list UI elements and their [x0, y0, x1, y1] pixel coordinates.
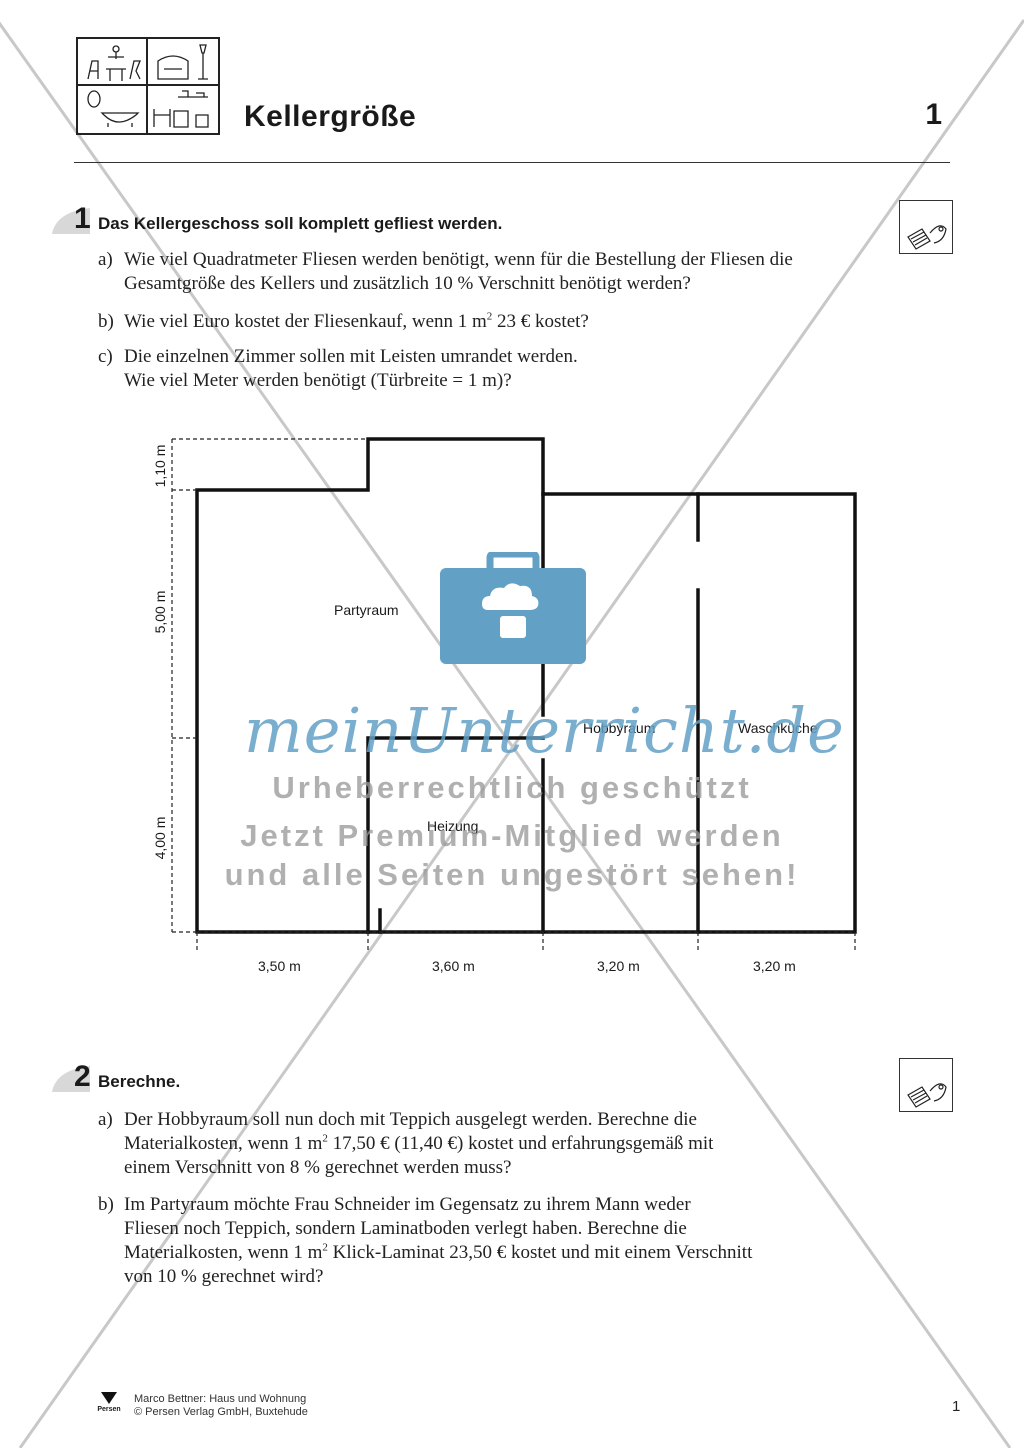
notebook-icon [899, 200, 953, 254]
watermark-line-3: und alle Seiten ungestört sehen! [224, 857, 800, 892]
task1-item-c: c) Die einzelnen Zimmer sollen mit Leist… [98, 345, 878, 395]
footer-copyright: © Persen Verlag GmbH, Buxtehude [134, 1406, 308, 1418]
persen-logo-icon [101, 1392, 117, 1404]
outer-wall [195, 437, 857, 934]
notebook-icon [899, 1058, 953, 1112]
dim-label-bottom: 3,60 m [432, 958, 475, 974]
item-text-line: von 10 % gerechnet wird? [124, 1266, 324, 1287]
writing-hand-icon [907, 1083, 947, 1108]
watermark-brand: meinUnterricht.de [244, 694, 845, 767]
task1-number: 1 [74, 202, 91, 235]
room-label-waschkueche: Waschküche [738, 720, 818, 736]
task2-item-a: a) Der Hobbyraum soll nun doch mit Teppi… [98, 1108, 878, 1182]
item-text-line: Die einzelnen Zimmer sollen mit Leisten … [124, 346, 578, 367]
item-text-line: Materialkosten, wenn 1 m2 Klick-Laminat … [124, 1241, 753, 1263]
task2-title: Berechne. [98, 1072, 181, 1091]
task-swoosh-icon [52, 208, 90, 234]
item-label: b) [98, 311, 114, 332]
item-text-line: Fliesen noch Teppich, sondern Laminatbod… [124, 1218, 687, 1239]
wall-heizung-left [366, 736, 545, 934]
room-label-hobbyraum: Hobbyraum [583, 720, 656, 736]
task2-number: 2 [74, 1060, 91, 1093]
dim-bottom-line [196, 931, 856, 950]
item-label: a) [98, 249, 113, 270]
item-text-line: Wie viel Meter werden benötigt (Türbreit… [124, 370, 512, 391]
item-text-line: einem Verschnitt von 8 % gerechnet werde… [124, 1157, 512, 1178]
room-label-heizung: Heizung [427, 818, 479, 834]
task1-item-b: b) Wie viel Euro kostet der Fliesenkauf,… [98, 310, 878, 336]
page-title: Kellergröße [244, 100, 417, 133]
header-divider [74, 162, 950, 163]
briefcase-icon [440, 552, 586, 664]
publisher-logo-text: Persen [97, 1406, 121, 1413]
page-number-top: 1 [925, 98, 942, 131]
task1-title: Das Kellergeschoss soll komplett geflies… [98, 214, 503, 233]
page-number-bottom: 1 [952, 1398, 961, 1415]
item-label: c) [98, 346, 113, 367]
dim-label-bottom: 3,20 m [753, 958, 796, 974]
header-illustration [76, 37, 220, 135]
watermark-line-1: Urheberrechtlich geschützt [272, 770, 752, 805]
item-text-line: Im Partyraum möchte Frau Schneider im Ge… [124, 1194, 691, 1215]
item-text-line: Gesamtgröße des Kellers und zusätzlich 1… [124, 273, 691, 294]
item-text-line: Wie viel Euro kostet der Fliesenkauf, we… [124, 310, 589, 332]
task2-item-b: b) Im Partyraum möchte Frau Schneider im… [98, 1193, 878, 1291]
item-label: a) [98, 1109, 113, 1130]
dim-label-left: 5,00 m [152, 590, 168, 634]
task-swoosh-icon [52, 1066, 90, 1092]
furniture-icon [87, 44, 209, 128]
item-text-line: Wie viel Quadratmeter Fliesen werden ben… [124, 249, 793, 270]
footer-author: Marco Bettner: Haus und Wohnung [134, 1393, 307, 1405]
item-text-line: Materialkosten, wenn 1 m2 17,50 € (11,40… [124, 1132, 714, 1154]
room-label-partyraum: Partyraum [334, 602, 399, 618]
dim-label-bottom: 3,50 m [258, 958, 301, 974]
dim-label-left: 1,10 m [152, 444, 168, 488]
publisher-logo: Persen [96, 1388, 122, 1420]
item-text-line: Der Hobbyraum soll nun doch mit Teppich … [124, 1109, 697, 1130]
writing-hand-icon [907, 225, 947, 250]
task1-item-a: a) Wie viel Quadratmeter Fliesen werden … [98, 248, 878, 298]
dim-left-line [171, 438, 368, 933]
item-label: b) [98, 1194, 114, 1215]
watermark-line-2: Jetzt Premium-Mitglied werden [240, 818, 784, 853]
dim-label-bottom: 3,20 m [597, 958, 640, 974]
